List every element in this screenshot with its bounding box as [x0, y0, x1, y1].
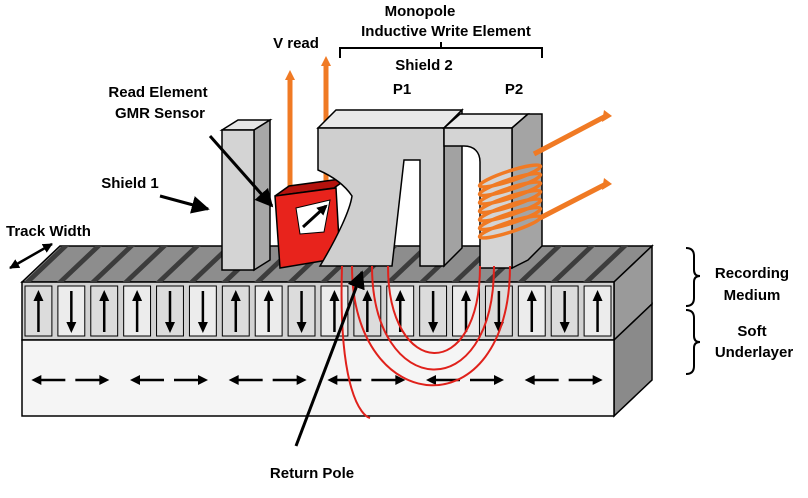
return-pole-pointer — [294, 270, 365, 447]
underlayer-arrows — [31, 375, 603, 385]
coil-turn — [477, 163, 543, 189]
bit-arrowhead — [132, 290, 143, 301]
bit-arrowhead — [165, 322, 175, 333]
bit-arrowhead — [362, 290, 373, 301]
coil-turn — [477, 180, 543, 206]
shield2-label: Shield 2 — [395, 57, 453, 74]
bit-arrowhead — [559, 322, 570, 333]
track-width-label: Track Width — [6, 223, 91, 240]
monopole-label: Monopole — [385, 3, 456, 20]
magnetization-bits — [24, 285, 612, 337]
bit-arrowhead — [428, 322, 439, 333]
p1-label: P1 — [393, 81, 411, 98]
bit-arrowhead — [526, 290, 537, 301]
soft-underlayer-brace — [685, 309, 701, 375]
shield1-pointer — [159, 194, 210, 214]
pole-p1 — [316, 108, 464, 268]
text-labels: Monopole Inductive Write Element V read … — [6, 3, 793, 482]
shield1-label: Shield 1 — [101, 175, 159, 192]
gmr-sensor-label: GMR Sensor — [115, 105, 205, 122]
recording-medium-brace — [685, 247, 701, 307]
coil-turn — [477, 197, 543, 223]
medium-label: Medium — [724, 287, 781, 304]
p2-label: P2 — [505, 81, 523, 98]
track-separator — [155, 246, 201, 282]
underlayer-arrowhead-right — [592, 375, 603, 385]
bit-arrowhead — [296, 322, 307, 333]
coil-turn — [477, 171, 543, 198]
track-separator — [550, 246, 596, 282]
underlayer-arrowhead-right — [99, 375, 110, 385]
bit-arrowhead — [592, 290, 603, 301]
track-separator — [89, 246, 135, 282]
recording-label: Recording — [715, 265, 789, 282]
bit-arrowhead — [197, 322, 208, 333]
underlayer-arrowhead-left — [130, 375, 140, 385]
coil-leads — [532, 110, 612, 221]
underlayer-arrowhead-right — [198, 375, 208, 385]
bit-arrowhead — [329, 290, 340, 301]
track-separator — [56, 246, 102, 282]
track-separator — [517, 246, 563, 282]
track-separator — [583, 246, 629, 282]
medium-block — [20, 244, 654, 418]
track-separator — [122, 246, 168, 282]
underlayer-label: Underlayer — [715, 344, 794, 361]
braces — [339, 42, 701, 375]
pointer-arrows — [9, 135, 365, 447]
underlayer-arrowhead-left — [228, 375, 239, 385]
underlayer-arrowhead-left — [31, 375, 42, 385]
read-element-pointer — [208, 135, 274, 208]
underlayer-arrowhead-right — [494, 375, 504, 385]
underlayer-arrowhead-left — [327, 375, 338, 385]
read-element-label: Read Element — [108, 84, 207, 101]
coil-turn — [477, 205, 543, 232]
inductive-write-element-label: Inductive Write Element — [361, 23, 531, 40]
track-width-arrow — [9, 242, 53, 270]
write-coil — [477, 163, 543, 240]
gmr-sensor — [274, 177, 349, 269]
flux-lines — [340, 265, 511, 419]
return-pole-label: Return Pole — [270, 465, 354, 482]
recording-medium-front — [21, 281, 615, 341]
underlayer-arrowhead-left — [524, 375, 535, 385]
soft-label: Soft — [737, 323, 766, 340]
underlayer-arrowhead-right — [395, 375, 406, 385]
bit-arrowhead — [99, 290, 110, 301]
underlayer-arrowhead-right — [296, 375, 307, 385]
bit-arrowhead — [461, 290, 471, 301]
bit-arrowhead — [66, 322, 77, 333]
bit-arrowhead — [395, 290, 406, 301]
v-read-label: V read — [273, 35, 319, 52]
bit-arrowhead — [263, 290, 274, 301]
underlayer-arrowhead-left — [426, 375, 436, 385]
bit-arrowhead — [230, 290, 241, 301]
bit-arrowhead — [33, 290, 44, 301]
soft-underlayer-front — [21, 339, 615, 417]
coil-turn — [477, 188, 543, 215]
